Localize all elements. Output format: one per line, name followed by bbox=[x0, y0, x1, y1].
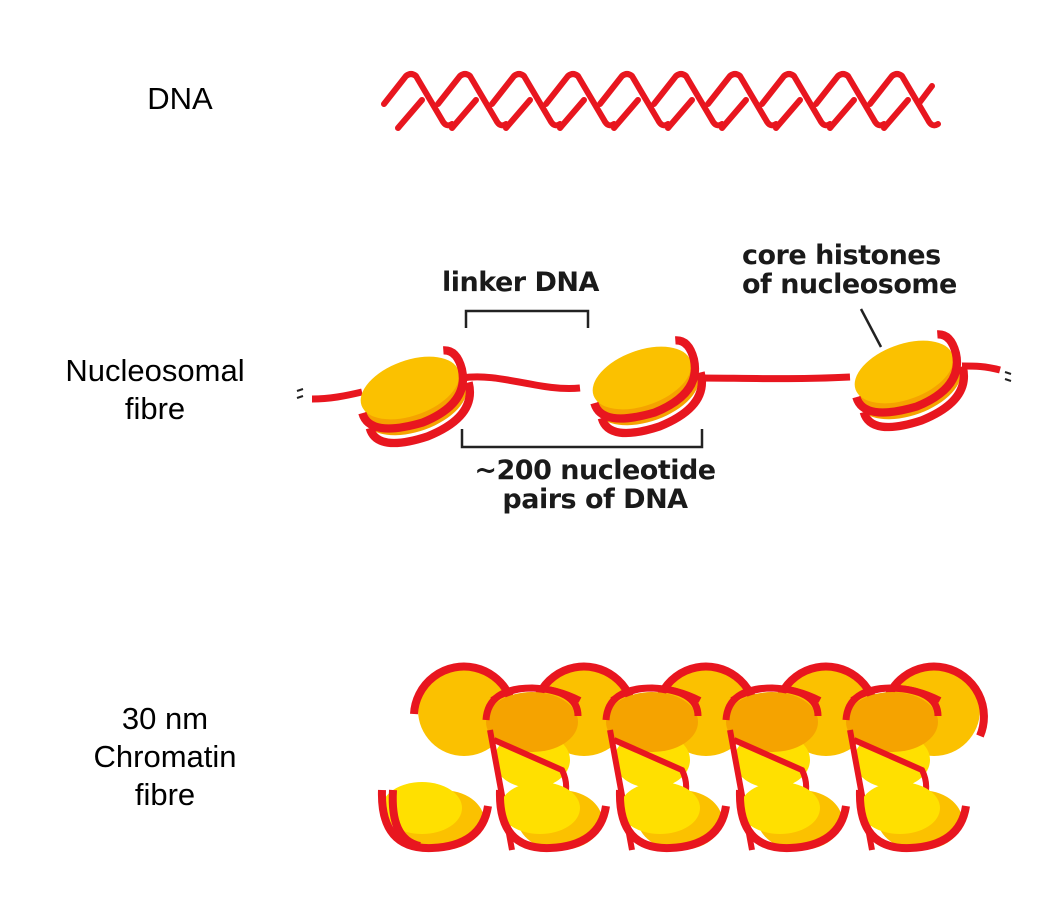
nucleosome-2 bbox=[590, 336, 706, 438]
fibre-nucleosome-bottom-front bbox=[382, 782, 462, 834]
helix-strand-a-segment bbox=[381, 71, 455, 129]
fibre-dna-end bbox=[388, 789, 422, 850]
fibre-dna-arc-inner bbox=[490, 685, 582, 703]
helix-strand-a-segment bbox=[813, 71, 887, 129]
fibre-nucleosome-bottom-front bbox=[860, 782, 940, 834]
helix-strand-b-segment bbox=[395, 97, 425, 131]
dna-double-helix bbox=[381, 71, 941, 131]
fibre-dna-arc-inner bbox=[730, 685, 822, 703]
fibre-nucleosome-upper bbox=[486, 692, 578, 752]
dna-level-label: DNA bbox=[120, 80, 240, 118]
dna-wrap-2 bbox=[859, 365, 968, 432]
chromatin-label-line3: fibre bbox=[134, 777, 196, 812]
helix-strand-b-segment bbox=[449, 97, 479, 131]
nucleosome-1 bbox=[358, 346, 474, 448]
fibre-nucleosome-upper bbox=[606, 692, 698, 752]
repeat-length-bracket bbox=[460, 429, 704, 449]
helix-strand-b-segment bbox=[611, 97, 641, 131]
fibre-nucleosome-top bbox=[418, 664, 510, 756]
fibre-dna-loop-bottom bbox=[495, 789, 610, 853]
core-histones-line1: core histones bbox=[742, 240, 941, 271]
repeat-length-label: ~200 nucleotide pairs of DNA bbox=[460, 456, 730, 514]
helix-strand-a-segment bbox=[651, 71, 725, 129]
helix-strand-a-segment bbox=[435, 71, 509, 129]
fibre-nucleosome-upper bbox=[726, 692, 818, 752]
helix-strand-a-segment bbox=[489, 71, 563, 129]
dna-wrap-1 bbox=[358, 346, 468, 433]
dna-wrap-2 bbox=[365, 381, 474, 448]
linker-dna-bracket bbox=[464, 309, 590, 328]
nucleosomal-fibre-label: Nucleosomal fibre bbox=[30, 352, 280, 428]
histone-core bbox=[592, 346, 692, 410]
helix-strand-a-segment bbox=[543, 71, 617, 129]
strand-break-left-icon bbox=[296, 388, 304, 399]
core-histones-label: core histones of nucleosome bbox=[742, 241, 957, 299]
chromatin-fibre-label: 30 nm Chromatin fibre bbox=[50, 700, 280, 814]
dna-wrap-1 bbox=[852, 330, 962, 417]
helix-strand-b-segment bbox=[503, 97, 533, 131]
nucleosomal-label-line1: Nucleosomal bbox=[65, 353, 245, 388]
fibre-nucleosome-upper bbox=[846, 692, 938, 752]
helix-strand-b-segment bbox=[557, 97, 587, 131]
chromatin-label-line2: Chromatin bbox=[93, 739, 237, 774]
helix-strand-b-segment bbox=[827, 97, 857, 131]
nucleosome-3 bbox=[852, 330, 968, 432]
linker-dna-strand bbox=[311, 362, 1001, 403]
fibre-dna-arc-inner bbox=[850, 685, 942, 703]
fibre-nucleosome-bottom-front bbox=[620, 782, 700, 834]
helix-strand-b-segment bbox=[665, 97, 695, 131]
helix-strand-b-segment bbox=[881, 97, 911, 131]
fibre-dna-loop-bottom bbox=[615, 789, 730, 853]
helix-strand-a-segment bbox=[705, 71, 779, 129]
histone-core bbox=[360, 356, 460, 420]
fibre-dna-loop-bottom bbox=[855, 789, 970, 853]
fibre-dna-loop-bottom bbox=[377, 789, 492, 853]
nucleosomal-fibre bbox=[296, 308, 1012, 449]
nucleosomal-label-line2: fibre bbox=[124, 391, 186, 426]
fibre-nucleosome-bottom-front bbox=[740, 782, 820, 834]
fibre-nucleosome-bottom-front bbox=[500, 782, 580, 834]
helix-strand-a-segment bbox=[867, 71, 941, 129]
fibre-dna-arc-inner bbox=[610, 685, 702, 703]
dna-wrap-1 bbox=[590, 336, 700, 423]
helix-strand-b-segment bbox=[773, 97, 803, 131]
strand-break-right-icon bbox=[1004, 371, 1012, 382]
helix-strand-a-segment bbox=[597, 71, 671, 129]
chromatin-30nm-fibre bbox=[377, 662, 988, 853]
core-histone-pointer bbox=[859, 308, 883, 348]
histone-core bbox=[854, 340, 954, 404]
dna-wrap-2 bbox=[597, 371, 706, 438]
chromatin-label-line1: 30 nm bbox=[121, 701, 209, 736]
core-histones-line2: of nucleosome bbox=[742, 269, 957, 300]
repeat-length-line1: ~200 nucleotide bbox=[474, 455, 716, 486]
dna-label-text: DNA bbox=[147, 81, 213, 116]
fibre-dna-loop-bottom bbox=[735, 789, 850, 853]
linker-dna-label: linker DNA bbox=[442, 267, 599, 298]
repeat-length-line2: pairs of DNA bbox=[502, 484, 688, 515]
helix-strand-a-segment bbox=[759, 71, 833, 129]
helix-strand-b-segment bbox=[719, 97, 749, 131]
helix-strand-end bbox=[917, 83, 935, 105]
